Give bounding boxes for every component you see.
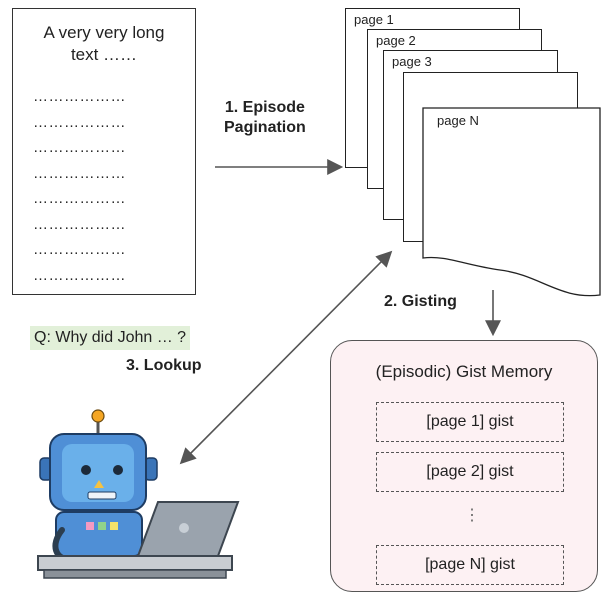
robot-with-laptop-icon — [37, 409, 240, 579]
gist-memory-title: (Episodic) Gist Memory — [375, 362, 553, 381]
page-n-label: page N — [437, 113, 479, 128]
page-1-label: page 1 — [354, 12, 394, 27]
step-pagination-label: 1. Episode Pagination — [224, 99, 306, 136]
page-3-label: page 3 — [392, 54, 432, 69]
gist-memory-box — [330, 340, 598, 592]
step-gisting-label: 2. Gisting — [384, 293, 457, 310]
document-dots: ……………… ……………… ……………… ……………… ……………… ……………… — [33, 88, 126, 284]
gist-page-1: [page 1] gist — [376, 402, 564, 442]
document-title: A very very long text …… — [43, 23, 165, 64]
query-text: Q: Why did John … ? — [30, 326, 191, 350]
page-n-sheet — [422, 107, 601, 297]
page-2-label: page 2 — [376, 33, 416, 48]
gist-page-n: [page N] gist — [376, 545, 564, 585]
gist-page-2: [page 2] gist — [376, 452, 564, 492]
step-lookup-label: 3. Lookup — [126, 357, 202, 374]
gist-ellipsis: ⋮ — [464, 507, 480, 524]
long-text-document — [12, 8, 196, 295]
lookup-arrow — [179, 250, 393, 465]
